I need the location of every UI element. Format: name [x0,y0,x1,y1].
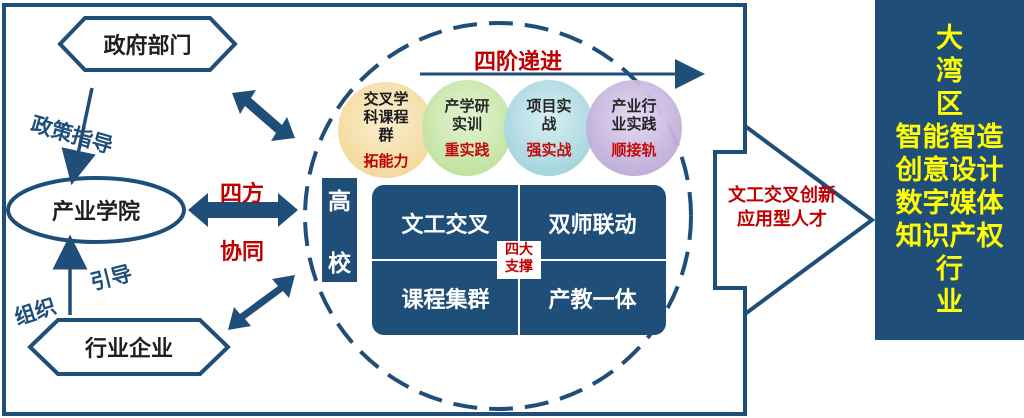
government-hexagon [57,16,238,72]
grid-cell-dual-teachers: 双师联动 [548,212,637,238]
industry-label: 行业企业 [84,337,173,362]
support-center-box [497,241,541,279]
panel-line-5: 创意设计 [895,154,1004,186]
university-box [322,178,357,282]
stage-circle-4: 产业行 业实践 顺接轨 [586,80,682,176]
output-talent-label: 文工交叉创新 应用型人才 [712,184,852,232]
stages-title: 四阶递进 [474,50,563,75]
panel-line-7: 知识产权 [895,220,1004,252]
government-label: 政府部门 [103,34,192,59]
stage-4-sub: 顺接轨 [611,140,657,159]
stage-circle-3: 项目实 战 强实战 [504,80,594,176]
output-line-2: 应用型人才 [737,209,827,230]
grid-cell-course-cluster: 课程集群 [401,287,490,313]
four-parties-label: 四方 [220,182,265,207]
policy-arrow [61,87,96,186]
output-line-1: 文工交叉创新 [728,185,836,206]
university-char-1: 高 [328,189,351,215]
stage-2-text: 产学研 实训 [444,96,490,133]
university-dashed-circle [303,21,693,411]
panel-line-6: 数字媒体 [895,187,1004,219]
support-center-label: 四大 支撑 [497,242,541,276]
industry-hexagon [27,318,231,376]
college-ellipse [6,176,186,244]
panel-line-4: 智能智造 [895,121,1004,153]
university-char-2: 校 [328,251,351,277]
panel-line-9: 业 [936,286,963,318]
grid-cell-industry-education: 产教一体 [548,287,637,313]
support-center-line-1: 四大 [505,242,533,258]
college-university-arrow [188,193,298,227]
double-arrows [188,90,298,330]
stage-3-sub: 强实战 [526,140,572,159]
industry-university-arrow [228,275,295,330]
panel-line-3: 区 [936,88,963,120]
gov-university-arrow [232,90,295,141]
stage-1-text: 交叉学 科课程 群 [363,89,409,144]
stage-2-sub: 重实践 [444,140,490,159]
stage-circle-2: 产学研 实训 重实践 [422,80,512,176]
panel-line-2: 湾 [936,55,963,87]
greater-bay-area-panel: 大 湾 区 智能智造 创意设计 数字媒体 知识产权 行 业 [875,0,1024,340]
panel-line-1: 大 [936,22,963,54]
stage-circle-1: 交叉学 科课程 群 拓能力 [338,82,434,178]
stage-3-text: 项目实 战 [526,96,572,133]
stage-1-sub: 拓能力 [363,151,409,170]
stage-4-text: 产业行 业实践 [611,96,657,133]
college-label: 产业学院 [51,200,140,225]
output-arrow [713,122,876,318]
support-center-line-2: 支撑 [505,259,533,275]
panel-line-8: 行 [936,253,963,285]
collaboration-label: 协同 [220,240,265,265]
grid-cell-interdisciplinary: 文工交叉 [401,212,490,238]
